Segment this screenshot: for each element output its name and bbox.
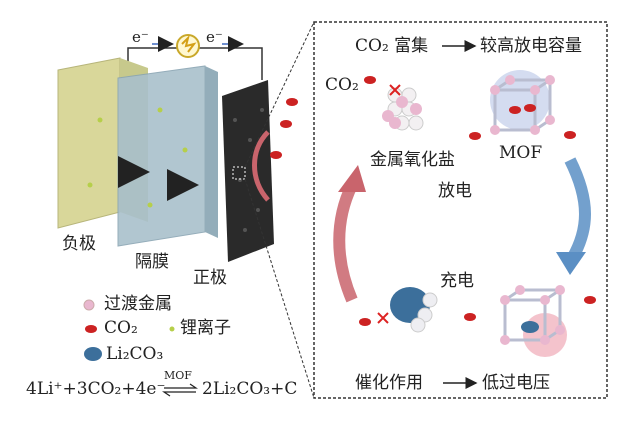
legend-metal-icon xyxy=(83,299,95,311)
metal-oxide-label: 金属氧化盐 xyxy=(370,150,455,170)
mof-label: MOF xyxy=(499,143,543,163)
anode-label: 负极 xyxy=(62,234,96,254)
equation-left: 4Li⁺+3CO₂+4e⁻ xyxy=(26,379,166,399)
discharge-label: 放电 xyxy=(438,181,472,201)
higher-capacity-label: 较高放电容量 xyxy=(480,36,582,56)
separator-panel xyxy=(117,65,206,247)
anode-panel xyxy=(57,57,121,229)
legend-li2co3-icon xyxy=(84,347,102,361)
legend-co2-icon xyxy=(85,325,97,333)
cathode-label: 正极 xyxy=(193,268,227,288)
discharge-arrow xyxy=(564,157,591,266)
metal-oxide-cluster xyxy=(364,76,424,131)
equation-right: 2Li₂CO₃+C xyxy=(202,379,298,399)
mof-cage-top xyxy=(469,70,576,140)
cathode-curl-arrow xyxy=(252,130,270,202)
co2-molecules xyxy=(270,98,298,159)
legend-co2-label: CO₂ xyxy=(104,318,138,338)
legend-li-ion-icon xyxy=(169,326,175,332)
charge-label: 充电 xyxy=(440,271,474,291)
mof-cage-bottom xyxy=(464,285,596,357)
equilibrium-arrows xyxy=(162,383,198,397)
li2co3-catalyst-left xyxy=(359,287,438,333)
legend-li2co3-label: Li₂CO₃ xyxy=(106,344,164,364)
separator-label: 隔膜 xyxy=(135,252,169,272)
co2-label: CO₂ xyxy=(325,75,359,95)
co2-enrichment-label: CO₂ 富集 xyxy=(355,36,429,56)
bulb-icon xyxy=(176,34,200,58)
low-overpotential-label: 低过电压 xyxy=(482,373,550,393)
cathode-panel xyxy=(222,80,274,262)
electron-label-left: e⁻ xyxy=(132,28,149,46)
equation-catalyst: MOF xyxy=(164,369,192,382)
li-ion-dots xyxy=(87,107,188,208)
electron-label-right: e⁻ xyxy=(206,28,223,46)
legend-metal-label: 过渡金属 xyxy=(104,294,172,314)
mechanism-panel xyxy=(313,21,608,399)
catalysis-label: 催化作用 xyxy=(355,373,423,393)
charge-arrow xyxy=(333,182,358,303)
legend-li-ion-label: 锂离子 xyxy=(180,318,231,338)
